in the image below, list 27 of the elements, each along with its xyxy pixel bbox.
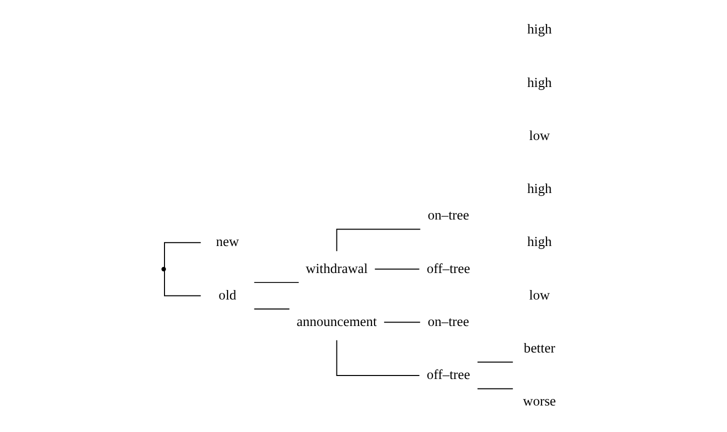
node-text: worse: [522, 394, 556, 409]
node-text: new: [216, 234, 238, 250]
connector: [253, 282, 299, 283]
connector: [336, 340, 420, 376]
connector: [476, 362, 513, 363]
connector: [253, 308, 290, 310]
label: high: [526, 181, 552, 196]
node-text: off–tree: [426, 260, 470, 276]
connector: [164, 270, 201, 296]
node-text: on–tree: [427, 314, 469, 329]
node-text: old: [218, 287, 236, 302]
connector: [383, 322, 420, 323]
connector: [336, 228, 420, 252]
node-text: withdrawal: [305, 260, 368, 276]
node-text: announcement: [296, 314, 376, 329]
connector: [374, 268, 420, 270]
label: high: [526, 234, 552, 250]
label: high: [526, 22, 552, 37]
connector: [476, 388, 513, 390]
node-text: better: [523, 340, 555, 356]
node-text: off–tree: [426, 367, 470, 382]
connector: [164, 242, 201, 268]
label: low: [528, 287, 550, 302]
node-text: on–tree: [427, 208, 469, 223]
label: high: [526, 74, 552, 90]
node-point: [160, 266, 166, 272]
label: low: [528, 128, 550, 143]
